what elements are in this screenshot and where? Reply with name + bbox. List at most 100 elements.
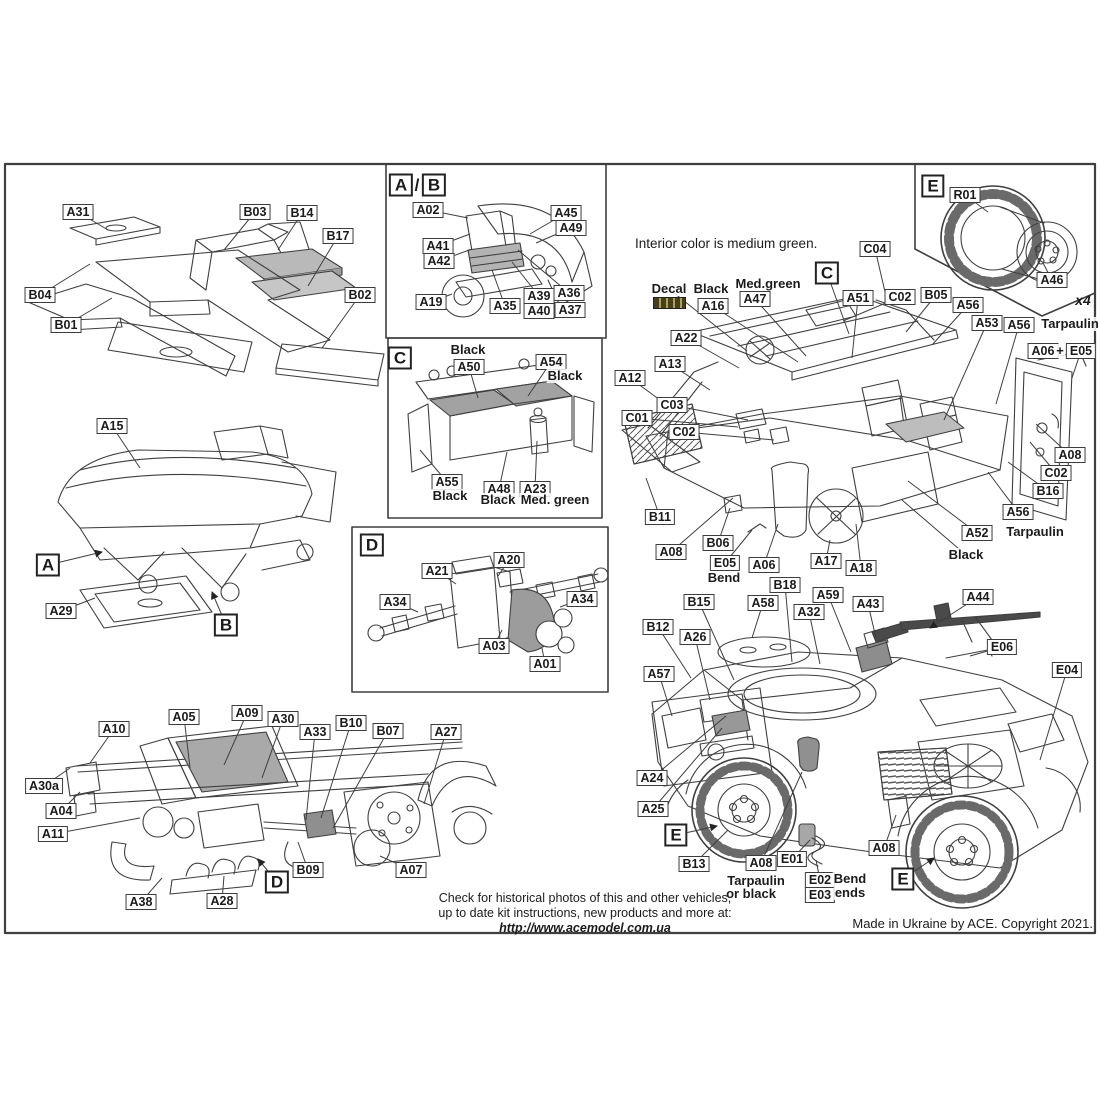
part-label-a56: A56 xyxy=(1002,504,1034,520)
section-letter-c: C xyxy=(814,261,840,285)
part-label-a41: A41 xyxy=(422,238,454,254)
part-label-e05: E05 xyxy=(1065,343,1097,359)
note-label-ends: ends xyxy=(833,885,867,900)
part-label-a20: A20 xyxy=(493,552,525,568)
section-letter-b: B xyxy=(421,173,447,197)
part-label-b06: B06 xyxy=(702,535,734,551)
part-label-a08: A08 xyxy=(1054,447,1086,463)
part-label-a26: A26 xyxy=(679,629,711,645)
note-label-medgreen: Med.green xyxy=(734,276,802,291)
part-label-b10: B10 xyxy=(335,715,367,731)
part-label-e03: E03 xyxy=(804,887,836,903)
part-label-a45: A45 xyxy=(550,205,582,221)
note-label-tarpaulin: Tarpaulin xyxy=(1040,316,1100,331)
part-label-b12: B12 xyxy=(642,619,674,635)
part-label-a47: A47 xyxy=(739,291,771,307)
part-label-e04: E04 xyxy=(1051,662,1083,678)
part-label-a58: A58 xyxy=(747,595,779,611)
part-label-a46: A46 xyxy=(1036,272,1068,288)
part-label-a30: A30 xyxy=(267,711,299,727)
section-letter-d: D xyxy=(359,533,385,557)
note-label-bend: Bend xyxy=(706,570,742,585)
part-label-a55: A55 xyxy=(431,474,463,490)
footer-url[interactable]: http://www.acemodel.com.ua xyxy=(499,921,671,935)
part-label-a30a: A30a xyxy=(25,778,63,794)
note-label-tarpaulin: Tarpaulin xyxy=(726,873,786,888)
part-label-a39: A39 xyxy=(523,288,555,304)
part-label-a22: A22 xyxy=(670,330,702,346)
section-letter-d: D xyxy=(264,870,290,894)
part-label-a13: A13 xyxy=(654,356,686,372)
part-label-a52: A52 xyxy=(961,525,993,541)
part-label-a35: A35 xyxy=(489,298,521,314)
part-label-a42: A42 xyxy=(423,253,455,269)
part-label-b14: B14 xyxy=(286,205,318,221)
part-label-a02: A02 xyxy=(412,202,444,218)
part-label-b02: B02 xyxy=(344,287,376,303)
part-label-a08: A08 xyxy=(655,544,687,560)
part-label-c02: C02 xyxy=(1040,465,1072,481)
part-label-a53: A53 xyxy=(971,315,1003,331)
part-label-a56: A56 xyxy=(952,297,984,313)
part-label-a12: A12 xyxy=(614,370,646,386)
section-letter-e: E xyxy=(664,823,688,847)
part-label-a08: A08 xyxy=(868,840,900,856)
part-label-a09: A09 xyxy=(231,705,263,721)
section-letter-a: A xyxy=(388,173,414,197)
part-label-a28: A28 xyxy=(206,893,238,909)
part-label-a33: A33 xyxy=(299,724,331,740)
part-label-a11: A11 xyxy=(37,826,69,842)
transfer-case-drawing xyxy=(367,555,609,654)
note-label-tarpaulin: Tarpaulin xyxy=(1005,524,1065,539)
part-label-a24: A24 xyxy=(636,770,668,786)
section-letter-: / xyxy=(414,175,420,195)
part-label-a44: A44 xyxy=(962,589,994,605)
part-label-a49: A49 xyxy=(555,220,587,236)
part-label-b04: B04 xyxy=(24,287,56,303)
note-label-black: Black xyxy=(546,368,584,383)
part-label-a43: A43 xyxy=(852,596,884,612)
part-label-e05: E05 xyxy=(709,555,741,571)
part-label-a37: A37 xyxy=(554,302,586,318)
note-label-: + xyxy=(1055,343,1065,358)
hull-assembly-drawing xyxy=(57,425,337,629)
part-label-a06: A06 xyxy=(748,557,780,573)
part-label-e06: E06 xyxy=(986,639,1018,655)
part-label-c02: C02 xyxy=(884,289,916,305)
part-label-a05: A05 xyxy=(168,709,200,725)
part-label-c03: C03 xyxy=(656,397,688,413)
part-label-a31: A31 xyxy=(62,204,94,220)
part-label-a57: A57 xyxy=(643,666,675,682)
note-label-black: Black xyxy=(479,492,517,507)
part-label-b01: B01 xyxy=(50,317,82,333)
footer-note-line2: up to date kit instructions, new product… xyxy=(438,906,732,920)
part-label-b16: B16 xyxy=(1032,483,1064,499)
part-label-b15: B15 xyxy=(683,594,715,610)
section-letter-e: E xyxy=(921,174,945,198)
part-label-a34: A34 xyxy=(379,594,411,610)
part-label-a08: A08 xyxy=(745,855,777,871)
part-label-c01: C01 xyxy=(621,410,653,426)
part-label-a21: A21 xyxy=(421,563,453,579)
part-label-a27: A27 xyxy=(430,724,462,740)
part-label-a34: A34 xyxy=(566,591,598,607)
part-label-b09: B09 xyxy=(292,862,324,878)
part-label-a32: A32 xyxy=(793,604,825,620)
interior-color-note: Interior color is medium green. xyxy=(635,236,818,251)
part-label-b13: B13 xyxy=(678,856,710,872)
part-label-a25: A25 xyxy=(637,801,669,817)
note-label-black: Black xyxy=(947,547,985,562)
part-label-a40: A40 xyxy=(523,303,555,319)
part-label-a17: A17 xyxy=(810,553,842,569)
part-label-a36: A36 xyxy=(553,285,585,301)
part-label-a51: A51 xyxy=(842,290,874,306)
part-label-a29: A29 xyxy=(45,603,77,619)
section-letter-e: E xyxy=(891,867,915,891)
part-label-a01: A01 xyxy=(529,656,561,672)
part-label-b11: B11 xyxy=(644,509,676,525)
part-label-a38: A38 xyxy=(125,894,157,910)
part-label-a07: A07 xyxy=(395,862,427,878)
part-label-b17: B17 xyxy=(322,228,354,244)
part-label-a04: A04 xyxy=(45,803,77,819)
